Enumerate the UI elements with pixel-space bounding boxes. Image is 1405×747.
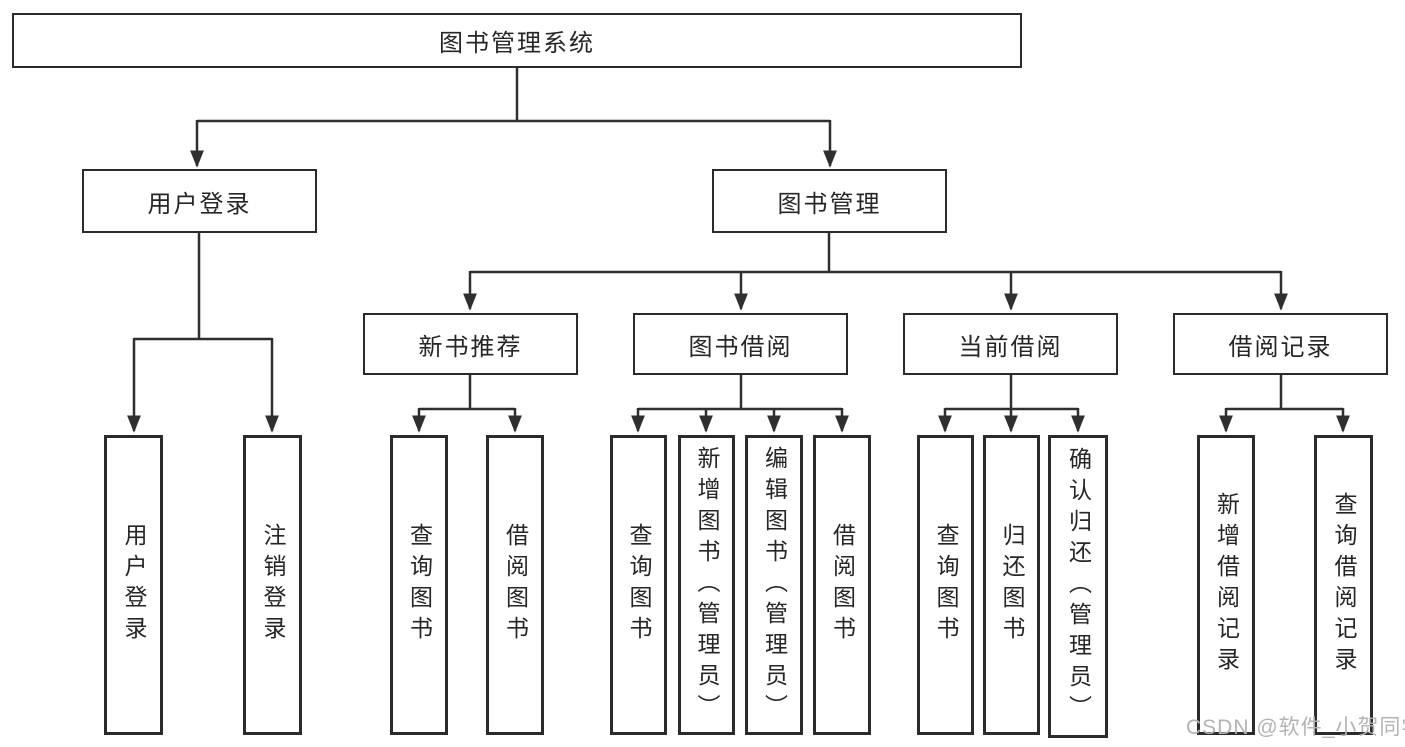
leaf-user-login: 用户登录 [104,435,163,735]
leaf-confirm-return-admin: 确认归还（管理员） [1048,435,1108,738]
node-borrowing-records: 借阅记录 [1173,313,1388,375]
leaf-edit-books-admin: 编辑图书（管理员） [745,435,803,735]
leaf-user-login-label: 用户登录 [121,523,147,647]
connectors-current-borrowing-to-leaves [938,375,1085,433]
leaf-borrow-books-borrowing: 借阅图书 [813,435,871,735]
node-user-login: 用户登录 [82,169,317,233]
leaf-borrow-books-recommend-label: 借阅图书 [502,523,529,647]
connectors-borrowing-records-to-leaves [1219,375,1350,433]
leaf-add-borrow-record: 新增借阅记录 [1197,435,1255,735]
node-current-borrowing: 当前借阅 [903,313,1118,375]
connectors-book-borrowing-to-leaves [631,375,849,433]
leaf-return-books-label: 归还图书 [999,523,1025,647]
leaf-add-books-admin: 新增图书（管理员） [678,435,735,735]
connectors-book-management-to-level3 [463,233,1288,311]
leaf-borrow-books-borrowing-label: 借阅图书 [829,523,856,647]
leaf-confirm-return-admin-label: 确认归还（管理员） [1065,447,1092,726]
node-book-borrowing: 图书借阅 [633,313,848,375]
leaf-query-books-recommend: 查询图书 [390,435,448,735]
leaf-logout-login: 注销登录 [243,435,302,735]
leaf-query-borrow-record-label: 查询借阅记录 [1331,492,1357,678]
leaf-query-books-current-label: 查询图书 [933,523,959,647]
leaf-return-books: 归还图书 [983,435,1040,735]
leaf-query-borrow-record: 查询借阅记录 [1314,435,1373,735]
leaf-add-borrow-record-label: 新增借阅记录 [1213,492,1240,678]
connectors-user-login-to-leaves [127,233,279,433]
leaf-edit-books-admin-label: 编辑图书（管理员） [761,445,788,725]
leaf-borrow-books-recommend: 借阅图书 [486,435,544,735]
leaf-query-books-borrowing-label: 查询图书 [626,523,652,647]
leaf-add-books-admin-label: 新增图书（管理员） [694,445,720,725]
leaf-query-books-recommend-label: 查询图书 [406,523,433,647]
node-book-management: 图书管理 [712,169,947,233]
watermark: CSDN @软件_小贺同学 [1186,716,1405,739]
node-root: 图书管理系统 [12,13,1022,68]
leaf-query-books-borrowing: 查询图书 [610,435,667,735]
connectors-new-book-recommend-to-leaves [412,375,522,433]
leaf-logout-login-label: 注销登录 [260,523,286,647]
leaf-query-books-current: 查询图书 [917,435,974,735]
connectors-root-to-level2 [190,68,837,168]
node-new-book-recommend: 新书推荐 [363,313,578,375]
